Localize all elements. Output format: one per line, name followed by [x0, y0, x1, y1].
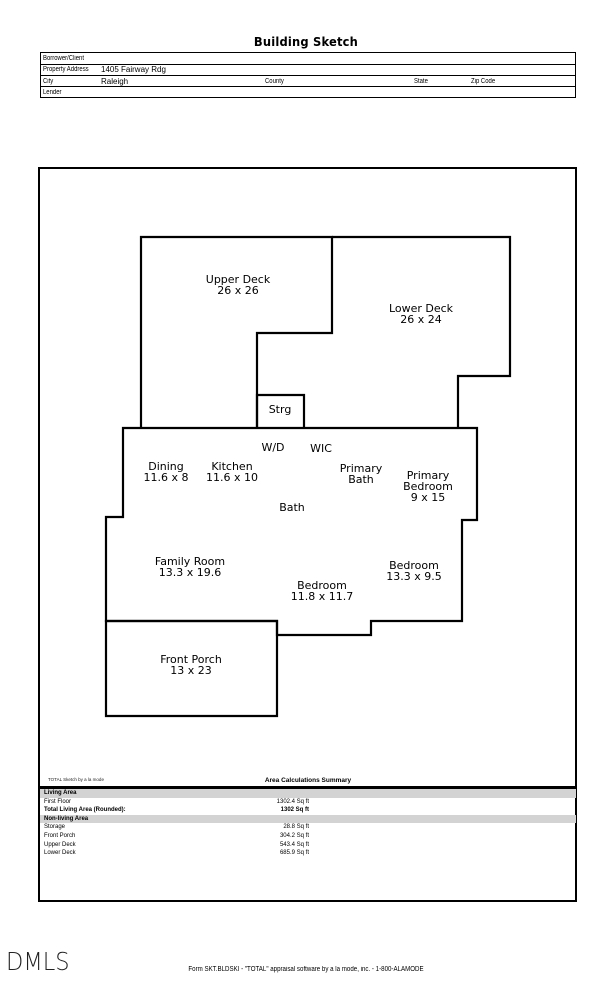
- washer-dryer-label: W/D: [261, 441, 285, 454]
- city-value: Raleigh: [101, 76, 129, 86]
- city-label: City: [43, 77, 54, 85]
- upper-deck-outline: [139, 235, 334, 428]
- property-address-row: Property Address 1405 Fairway Rdg: [41, 64, 575, 76]
- city-row: City Raleigh County State Zip Code: [41, 76, 575, 87]
- living-area-section: Living Area: [40, 789, 576, 798]
- property-info-table: Borrower/Client Property Address 1405 Fa…: [40, 52, 576, 98]
- summary-divider: [40, 786, 576, 789]
- storage-outline: [255, 393, 306, 428]
- software-credit: TOTAL Sketch by a la mode: [48, 777, 104, 782]
- summary-row-lower-deck: Lower Deck 685.9 Sq ft: [44, 850, 309, 857]
- property-address-label: Property Address: [43, 66, 89, 73]
- borrower-label: Borrower/Client: [43, 55, 85, 62]
- summary-header: TOTAL Sketch by a la mode Area Calculati…: [40, 776, 576, 786]
- form-footer: Form SKT.BLDSKI - "TOTAL" appraisal soft…: [188, 966, 424, 973]
- property-address-value: 1405 Fairway Rdg: [101, 65, 166, 74]
- lender-label: Lender: [43, 89, 62, 96]
- area-summary-table: Living Area First Floor 1302.4 Sq ft Tot…: [40, 789, 576, 858]
- bath-label: Bath: [279, 501, 305, 514]
- borrower-row: Borrower/Client: [41, 53, 575, 65]
- county-label: County: [265, 77, 284, 85]
- first-floor-outline: [104, 426, 479, 637]
- primary-bath-label: Primary Bath: [339, 462, 383, 486]
- state-label: State: [414, 77, 428, 85]
- summary-row-upper-deck: Upper Deck 543.4 Sq ft: [44, 841, 309, 848]
- summary-row-first-floor: First Floor 1302.4 Sq ft: [44, 798, 309, 805]
- dmls-logo: DMLS: [6, 947, 70, 976]
- summary-title: Area Calculations Summary: [264, 777, 352, 784]
- summary-row-front-porch: Front Porch 304.2 Sq ft: [44, 832, 309, 839]
- storage-label: Strg: [268, 403, 292, 416]
- lender-row: Lender: [41, 87, 575, 99]
- lower-deck-outline: [332, 235, 512, 428]
- non-living-area-section: Non-living Area: [40, 814, 576, 824]
- summary-row-storage: Storage 28.8 Sq ft: [44, 824, 309, 831]
- document-title: Building Sketch: [253, 34, 359, 49]
- zip-code-label: Zip Code: [471, 77, 496, 85]
- front-porch-outline: [104, 619, 279, 718]
- summary-row-total-living: Total Living Area (Rounded): 1302 Sq ft: [44, 807, 309, 814]
- sketch-frame: [38, 167, 577, 902]
- walk-in-closet-label: WIC: [310, 442, 332, 455]
